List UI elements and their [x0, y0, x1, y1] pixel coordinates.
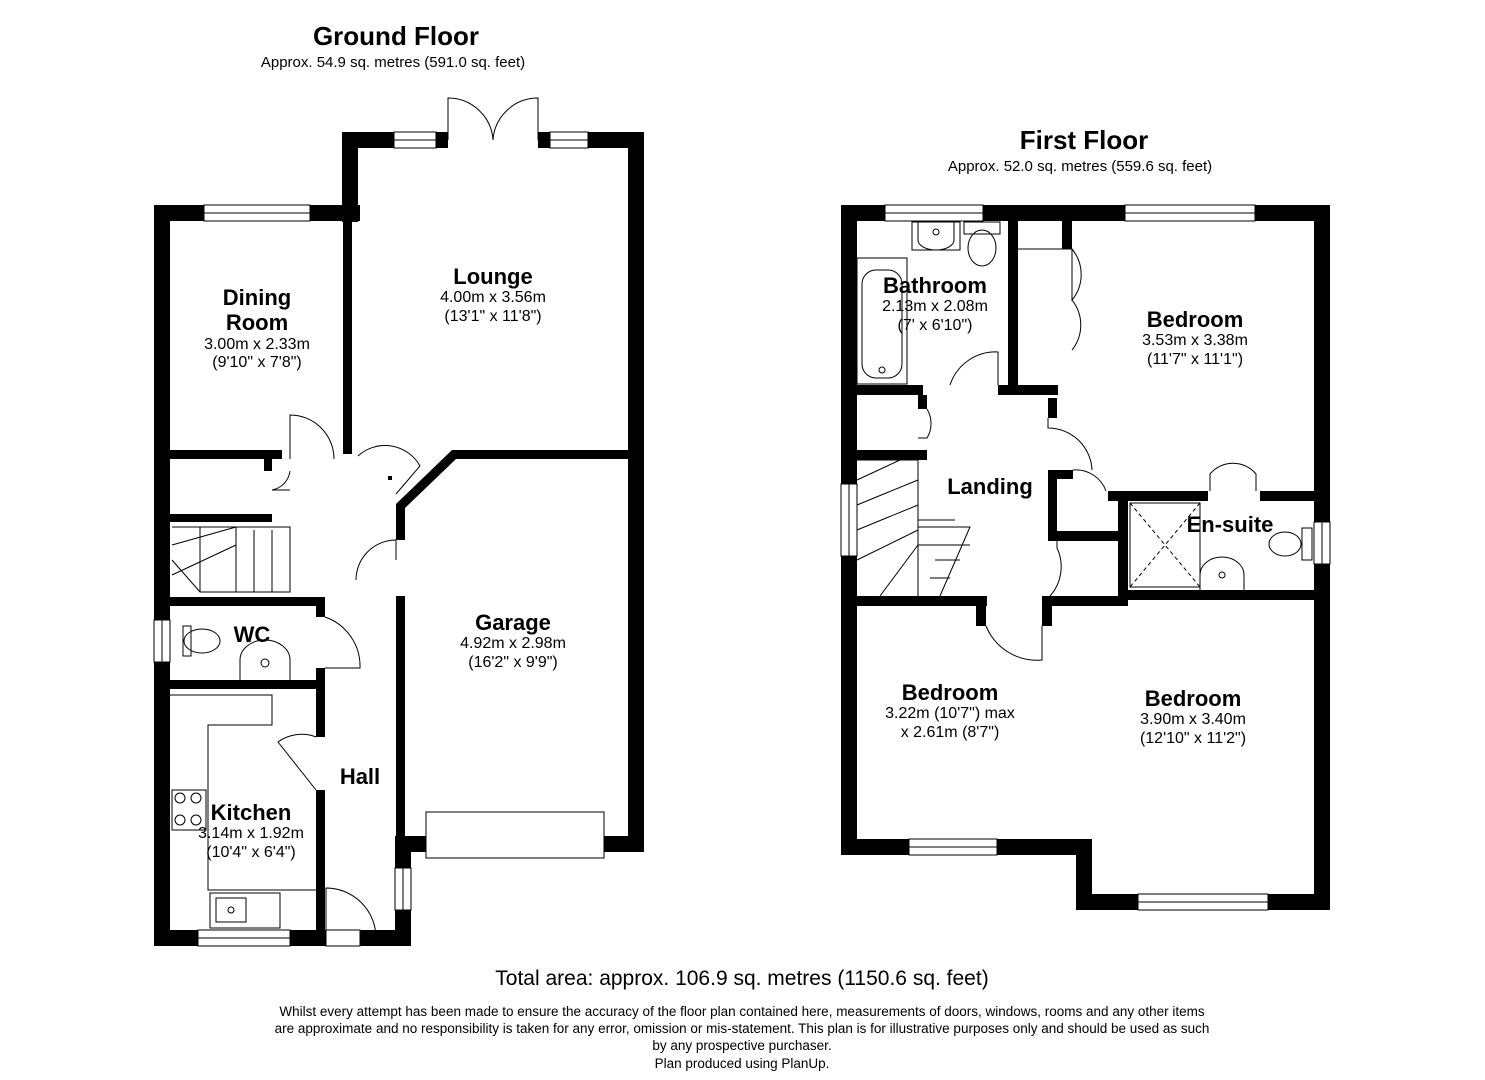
room-name: Bathroom	[883, 273, 987, 298]
room-name: Bedroom	[1144, 686, 1242, 711]
first-floor-title: First Floor	[1019, 125, 1149, 155]
room-ensuite: En-suite	[1186, 512, 1274, 537]
room-dimensions-imperial: (12'10" x 11'2")	[1139, 729, 1247, 747]
room-dimensions-line-1: 3.22m (10'7") max	[885, 705, 1015, 723]
room-dimensions-imperial: (16'2" x 9'9")	[468, 653, 558, 671]
room-hall: Hall	[339, 764, 381, 789]
room-name: Kitchen	[210, 800, 292, 825]
room-dimensions-imperial: (10'4" x 6'4")	[206, 843, 296, 861]
ground-floor-fixtures	[153, 97, 605, 947]
room-dimensions-metric: 3.90m x 3.40m	[1140, 711, 1246, 729]
room-name: Bedroom	[901, 680, 999, 705]
room-kitchen: Kitchen 3.14m x 1.92m (10'4" x 6'4")	[170, 800, 332, 862]
room-dimensions-imperial: (7' x 6'10")	[897, 316, 973, 334]
room-dimensions-imperial: (13'1" x 11'8")	[444, 307, 542, 325]
room-dimensions-imperial: (9'10" x 7'8")	[212, 353, 302, 371]
produced-by: Plan produced using PlanUp.	[654, 1056, 830, 1071]
room-lounge: Lounge 4.00m x 3.56m (13'1" x 11'8")	[390, 264, 596, 326]
first-floor-fixtures	[840, 204, 1331, 911]
ground-floor-area: Approx. 54.9 sq. metres (591.0 sq. feet)	[260, 54, 526, 71]
room-dimensions-metric: 3.53m x 3.38m	[1142, 332, 1248, 350]
ground-floor-title: Ground Floor	[312, 21, 480, 51]
first-floor-area: Approx. 52.0 sq. metres (559.6 sq. feet)	[947, 158, 1213, 175]
disclaimer: Whilst every attempt has been made to en…	[274, 1004, 1210, 1053]
room-name: Room	[225, 310, 289, 336]
room-dimensions-line-2: x 2.61m (8'7")	[900, 723, 1000, 741]
room-dimensions-imperial: (11'7" x 11'1")	[1146, 350, 1244, 368]
room-dimensions-metric: 2.13m x 2.08m	[882, 298, 988, 316]
room-name: Bedroom	[1146, 307, 1244, 332]
room-bedroom-3: Bedroom 3.90m x 3.40m (12'10" x 11'2")	[1085, 686, 1301, 748]
room-dimensions-metric: 4.92m x 2.98m	[460, 635, 566, 653]
total-area: Total area: approx. 106.9 sq. metres (11…	[495, 967, 989, 990]
room-name: Dining	[222, 285, 292, 310]
room-landing: Landing	[947, 474, 1033, 499]
room-dining: Dining Room 3.00m x 2.33m (9'10" x 7'8")	[170, 285, 344, 372]
room-garage: Garage 4.92m x 2.98m (16'2" x 9'9")	[410, 610, 616, 672]
room-name: Lounge	[453, 264, 533, 289]
room-bathroom: Bathroom 2.13m x 2.08m (7' x 6'10")	[855, 273, 1015, 335]
room-dimensions-metric: 3.14m x 1.92m	[198, 825, 304, 843]
room-wc: WC	[233, 622, 271, 647]
room-name: Garage	[475, 610, 551, 635]
room-dimensions-metric: 4.00m x 3.56m	[440, 289, 546, 307]
room-bedroom-1: Bedroom 3.53m x 3.38m (11'7" x 11'1")	[1090, 307, 1300, 369]
ground-floor-walls	[154, 132, 644, 946]
room-bedroom-2: Bedroom 3.22m (10'7") max x 2.61m (8'7")	[857, 680, 1043, 742]
room-dimensions-metric: 3.00m x 2.33m	[204, 335, 310, 353]
